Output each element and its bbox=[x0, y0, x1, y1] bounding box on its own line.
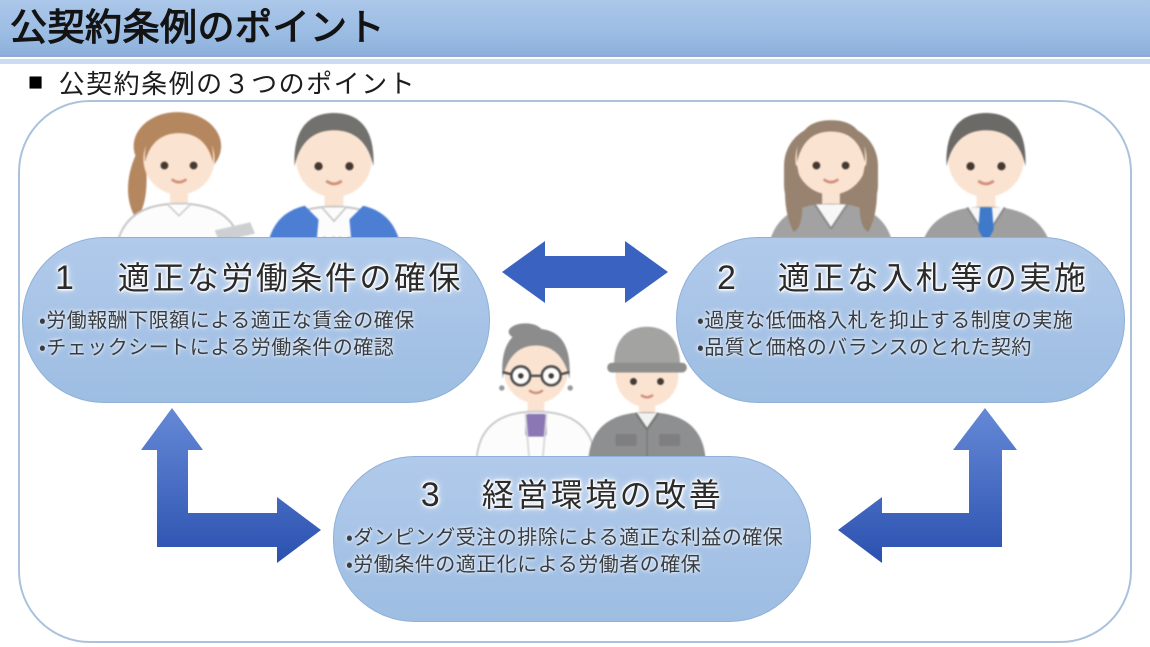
field-worker-with-cap-icon bbox=[572, 320, 722, 458]
point-2-bullets: ・過度な低価格入札を抑止する制度の実施 ・品質と価格のバランスのとれた契約 bbox=[697, 308, 1124, 362]
page-title: 公契約条例のポイント bbox=[10, 7, 385, 48]
bullet-item: ・過度な低価格入札を抑止する制度の実施 bbox=[697, 310, 1074, 332]
point-3-title: 経営環境の改善 bbox=[481, 477, 724, 513]
elderly-woman-icon bbox=[460, 318, 612, 459]
bullet-item: ・労働条件の適正化による労働者の確保 bbox=[346, 554, 702, 576]
point-2-title-row: 2 適正な入札等の実施 bbox=[677, 238, 1124, 299]
point-3-bubble: 3 経営環境の改善 ・ダンピング受注の排除による適正な利益の確保 ・労働条件の適… bbox=[333, 456, 811, 622]
point-1-title-row: 1 適正な労働条件の確保 bbox=[23, 238, 489, 299]
point-2-bubble: 2 適正な入札等の実施 ・過度な低価格入札を抑止する制度の実施 ・品質と価格のバ… bbox=[676, 237, 1125, 403]
section-heading: ■ 公契約条例の３つのポイント bbox=[28, 64, 416, 100]
header-strip bbox=[0, 59, 1150, 64]
square-bullet-icon: ■ bbox=[28, 67, 45, 96]
point-1-number: 1 bbox=[55, 259, 74, 297]
bullet-item: ・労働報酬下限額による適正な賃金の確保 bbox=[39, 310, 415, 332]
section-heading-text: 公契約条例の３つのポイント bbox=[58, 68, 417, 99]
point-1-bubble: 1 適正な労働条件の確保 ・労働報酬下限額による適正な賃金の確保 ・チェックシー… bbox=[22, 237, 490, 403]
point-3-number: 3 bbox=[420, 476, 440, 514]
point-3-title-row: 3 経営環境の改善 bbox=[334, 457, 810, 516]
bullet-item: ・ダンピング受注の排除による適正な利益の確保 bbox=[346, 527, 784, 549]
point-1-bullets: ・労働報酬下限額による適正な賃金の確保 ・チェックシートによる労働条件の確認 bbox=[39, 308, 489, 362]
point-3-bullets: ・ダンピング受注の排除による適正な利益の確保 ・労働条件の適正化による労働者の確… bbox=[346, 525, 810, 579]
businessman-icon bbox=[900, 101, 1072, 259]
businesswoman-icon bbox=[750, 104, 912, 253]
bullet-item: ・品質と価格のバランスのとれた契約 bbox=[697, 337, 1032, 359]
female-office-worker-icon bbox=[98, 104, 260, 254]
bullet-item: ・チェックシートによる労働条件の確認 bbox=[39, 337, 395, 359]
point-2-title: 適正な入札等の実施 bbox=[777, 260, 1089, 296]
male-apron-worker-icon bbox=[248, 101, 420, 261]
point-1-title: 適正な労働条件の確保 bbox=[117, 260, 463, 296]
page-header: 公契約条例のポイント bbox=[0, 0, 1150, 57]
point-2-number: 2 bbox=[717, 259, 736, 297]
